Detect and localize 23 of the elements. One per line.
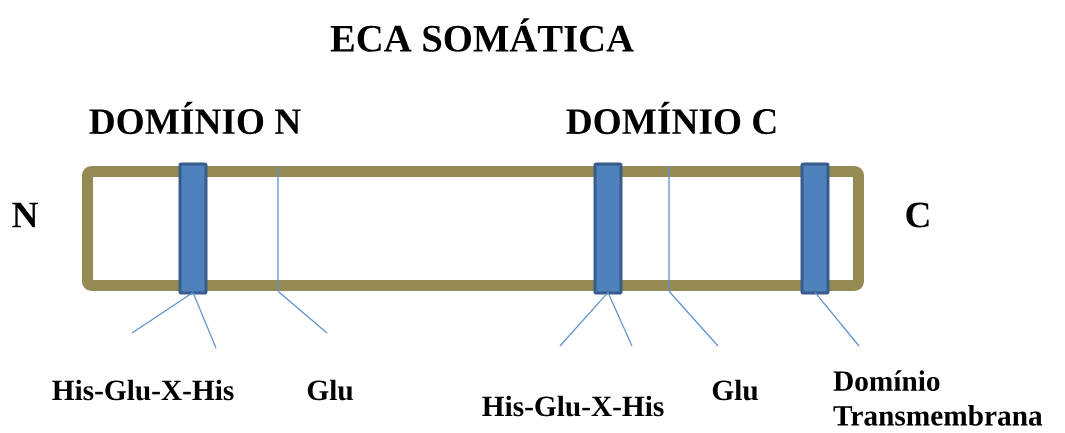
- part-label: His-Glu-X-His: [482, 395, 664, 417]
- leader-line: [131, 291, 194, 334]
- leader-line: [814, 291, 860, 347]
- residue-line: [668, 166, 670, 291]
- leader-line: [607, 291, 633, 347]
- motif-bar: [800, 162, 830, 295]
- motif-bar: [593, 162, 623, 295]
- leader-line: [559, 291, 609, 347]
- part-label: Glu: [307, 379, 353, 401]
- residue-line: [277, 166, 279, 291]
- protein-chain-box: [82, 166, 864, 291]
- domain-label: DOMÍNIO C: [566, 101, 776, 135]
- motif-bar: [178, 162, 208, 295]
- domain-label: DOMÍNIO N: [89, 101, 301, 135]
- part-label: Glu: [712, 379, 758, 401]
- title: ECA SOMÁTICA: [330, 18, 634, 52]
- leader-line: [192, 291, 217, 349]
- terminus-label: C: [906, 202, 929, 228]
- terminus-label: N: [12, 202, 38, 228]
- leader-line: [277, 290, 328, 334]
- leader-line: [668, 290, 719, 347]
- part-label: His-Glu-X-His: [52, 379, 234, 401]
- part-label: Domínio Transmembrana: [833, 370, 1043, 426]
